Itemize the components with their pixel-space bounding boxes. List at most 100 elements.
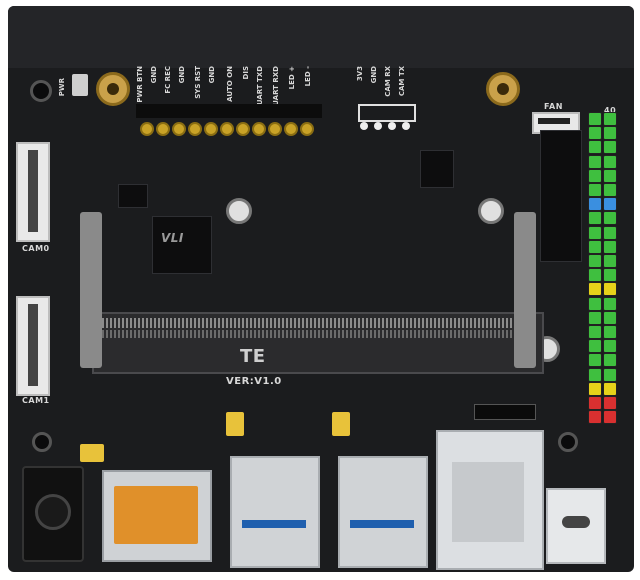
sodimm-latch-right[interactable] bbox=[514, 212, 536, 368]
header-pin[interactable] bbox=[204, 122, 218, 136]
header-pin[interactable] bbox=[268, 122, 282, 136]
gpio-pin[interactable] bbox=[603, 254, 617, 268]
uart-pin[interactable] bbox=[388, 122, 396, 130]
gpio-pin[interactable] bbox=[603, 197, 617, 212]
gpio-pin[interactable] bbox=[603, 339, 617, 354]
gpio-pin[interactable] bbox=[588, 225, 602, 240]
ethernet-port[interactable] bbox=[436, 430, 544, 570]
gpio-pin[interactable] bbox=[603, 211, 617, 226]
gpio-pin[interactable] bbox=[588, 183, 602, 197]
gpio-pin[interactable] bbox=[603, 239, 617, 254]
gpio-pin[interactable] bbox=[603, 282, 617, 297]
uart-label: 3V3 bbox=[356, 66, 364, 82]
gpio-pin[interactable] bbox=[588, 140, 602, 155]
gpio-pin[interactable] bbox=[588, 197, 602, 212]
header-pin[interactable] bbox=[220, 122, 234, 136]
gpio-row bbox=[588, 381, 618, 396]
gpio-pin[interactable] bbox=[588, 325, 602, 339]
header-label: FC REC bbox=[164, 66, 172, 94]
led-pad bbox=[80, 444, 104, 462]
gpio-pin[interactable] bbox=[603, 325, 617, 339]
gpio-pin[interactable] bbox=[603, 310, 617, 325]
gpio-row bbox=[588, 126, 618, 141]
fan-label: FAN bbox=[544, 102, 563, 111]
sodimm-latch-left[interactable] bbox=[80, 212, 102, 368]
gpio-pin[interactable] bbox=[588, 310, 602, 325]
mounting-hole-top-right bbox=[486, 72, 520, 106]
header-pin[interactable] bbox=[284, 122, 298, 136]
fan-connector[interactable] bbox=[532, 112, 580, 134]
gpio-pin[interactable] bbox=[588, 282, 602, 297]
sodimm-slot[interactable] bbox=[92, 312, 544, 374]
cam0-connector[interactable] bbox=[16, 142, 50, 242]
small-hole-center bbox=[226, 198, 252, 224]
gpio-pin[interactable] bbox=[603, 126, 617, 141]
header-pin[interactable] bbox=[172, 122, 186, 136]
gpio-pin[interactable] bbox=[588, 239, 602, 254]
header-pin[interactable] bbox=[188, 122, 202, 136]
header-pin[interactable] bbox=[140, 122, 154, 136]
gpio-pin[interactable] bbox=[603, 183, 617, 197]
small-hole-top-left bbox=[30, 80, 52, 102]
uart-pin[interactable] bbox=[374, 122, 382, 130]
gpio-row bbox=[588, 112, 618, 126]
gpio-row bbox=[588, 254, 618, 268]
led-pad bbox=[332, 412, 350, 436]
gpio-pin[interactable] bbox=[588, 112, 602, 126]
gpio-pin[interactable] bbox=[603, 140, 617, 155]
gpio-pin[interactable] bbox=[588, 381, 602, 396]
pin-40-label: 40 bbox=[604, 106, 617, 115]
gpio-pin[interactable] bbox=[603, 168, 617, 183]
usb-c-port[interactable] bbox=[546, 488, 606, 564]
header-pin[interactable] bbox=[156, 122, 170, 136]
gpio-row bbox=[588, 154, 618, 169]
gpio-pin[interactable] bbox=[588, 353, 602, 368]
version-label: VER:V1.0 bbox=[226, 376, 282, 387]
header-pin-strip bbox=[136, 104, 322, 118]
gpio-pin[interactable] bbox=[603, 154, 617, 169]
pin-header-small[interactable] bbox=[474, 404, 536, 420]
gpio-pin[interactable] bbox=[603, 353, 617, 368]
gpio-pin[interactable] bbox=[603, 367, 617, 382]
header-pin[interactable] bbox=[300, 122, 314, 136]
gpio-pin[interactable] bbox=[603, 112, 617, 126]
cam1-connector[interactable] bbox=[16, 296, 50, 396]
flash-chip bbox=[420, 150, 454, 188]
gpio-pin[interactable] bbox=[588, 296, 602, 311]
small-hole-bottom-left bbox=[32, 432, 52, 452]
dc-jack[interactable] bbox=[22, 466, 84, 562]
usb3-port-right[interactable] bbox=[338, 456, 428, 568]
gpio-pin[interactable] bbox=[603, 396, 617, 410]
hdmi-port[interactable] bbox=[102, 470, 212, 562]
uart-pin[interactable] bbox=[360, 122, 368, 130]
gpio-pin[interactable] bbox=[588, 396, 602, 410]
header-pin[interactable] bbox=[236, 122, 250, 136]
gpio-row bbox=[588, 367, 618, 382]
cam1-label: CAM1 bbox=[22, 396, 50, 405]
gpio-pin[interactable] bbox=[603, 410, 617, 425]
usb3-port-left[interactable] bbox=[230, 456, 320, 568]
gpio-pin[interactable] bbox=[588, 126, 602, 141]
gpio-pin[interactable] bbox=[603, 268, 617, 283]
gpio-pin[interactable] bbox=[603, 296, 617, 311]
gpio-pin[interactable] bbox=[588, 339, 602, 354]
power-button[interactable] bbox=[72, 74, 88, 96]
gpio-pin[interactable] bbox=[588, 211, 602, 226]
gpio-pin[interactable] bbox=[588, 410, 602, 425]
header-pin[interactable] bbox=[252, 122, 266, 136]
gpio-pin[interactable] bbox=[588, 254, 602, 268]
chip-logo: VLI bbox=[161, 231, 184, 245]
header-label: GND bbox=[208, 66, 216, 84]
uart-pin[interactable] bbox=[402, 122, 410, 130]
gpio-pin[interactable] bbox=[603, 225, 617, 240]
gpio-pin[interactable] bbox=[603, 381, 617, 396]
small-hole-right bbox=[478, 198, 504, 224]
header-label: DIS bbox=[242, 66, 250, 80]
gpio-pin[interactable] bbox=[588, 168, 602, 183]
gpio-row bbox=[588, 168, 618, 183]
gpio-pin[interactable] bbox=[588, 268, 602, 283]
gpio-pin[interactable] bbox=[588, 154, 602, 169]
gpio-pin[interactable] bbox=[588, 367, 602, 382]
header-label: PWR BTN bbox=[136, 66, 144, 103]
gpio-row bbox=[588, 296, 618, 311]
